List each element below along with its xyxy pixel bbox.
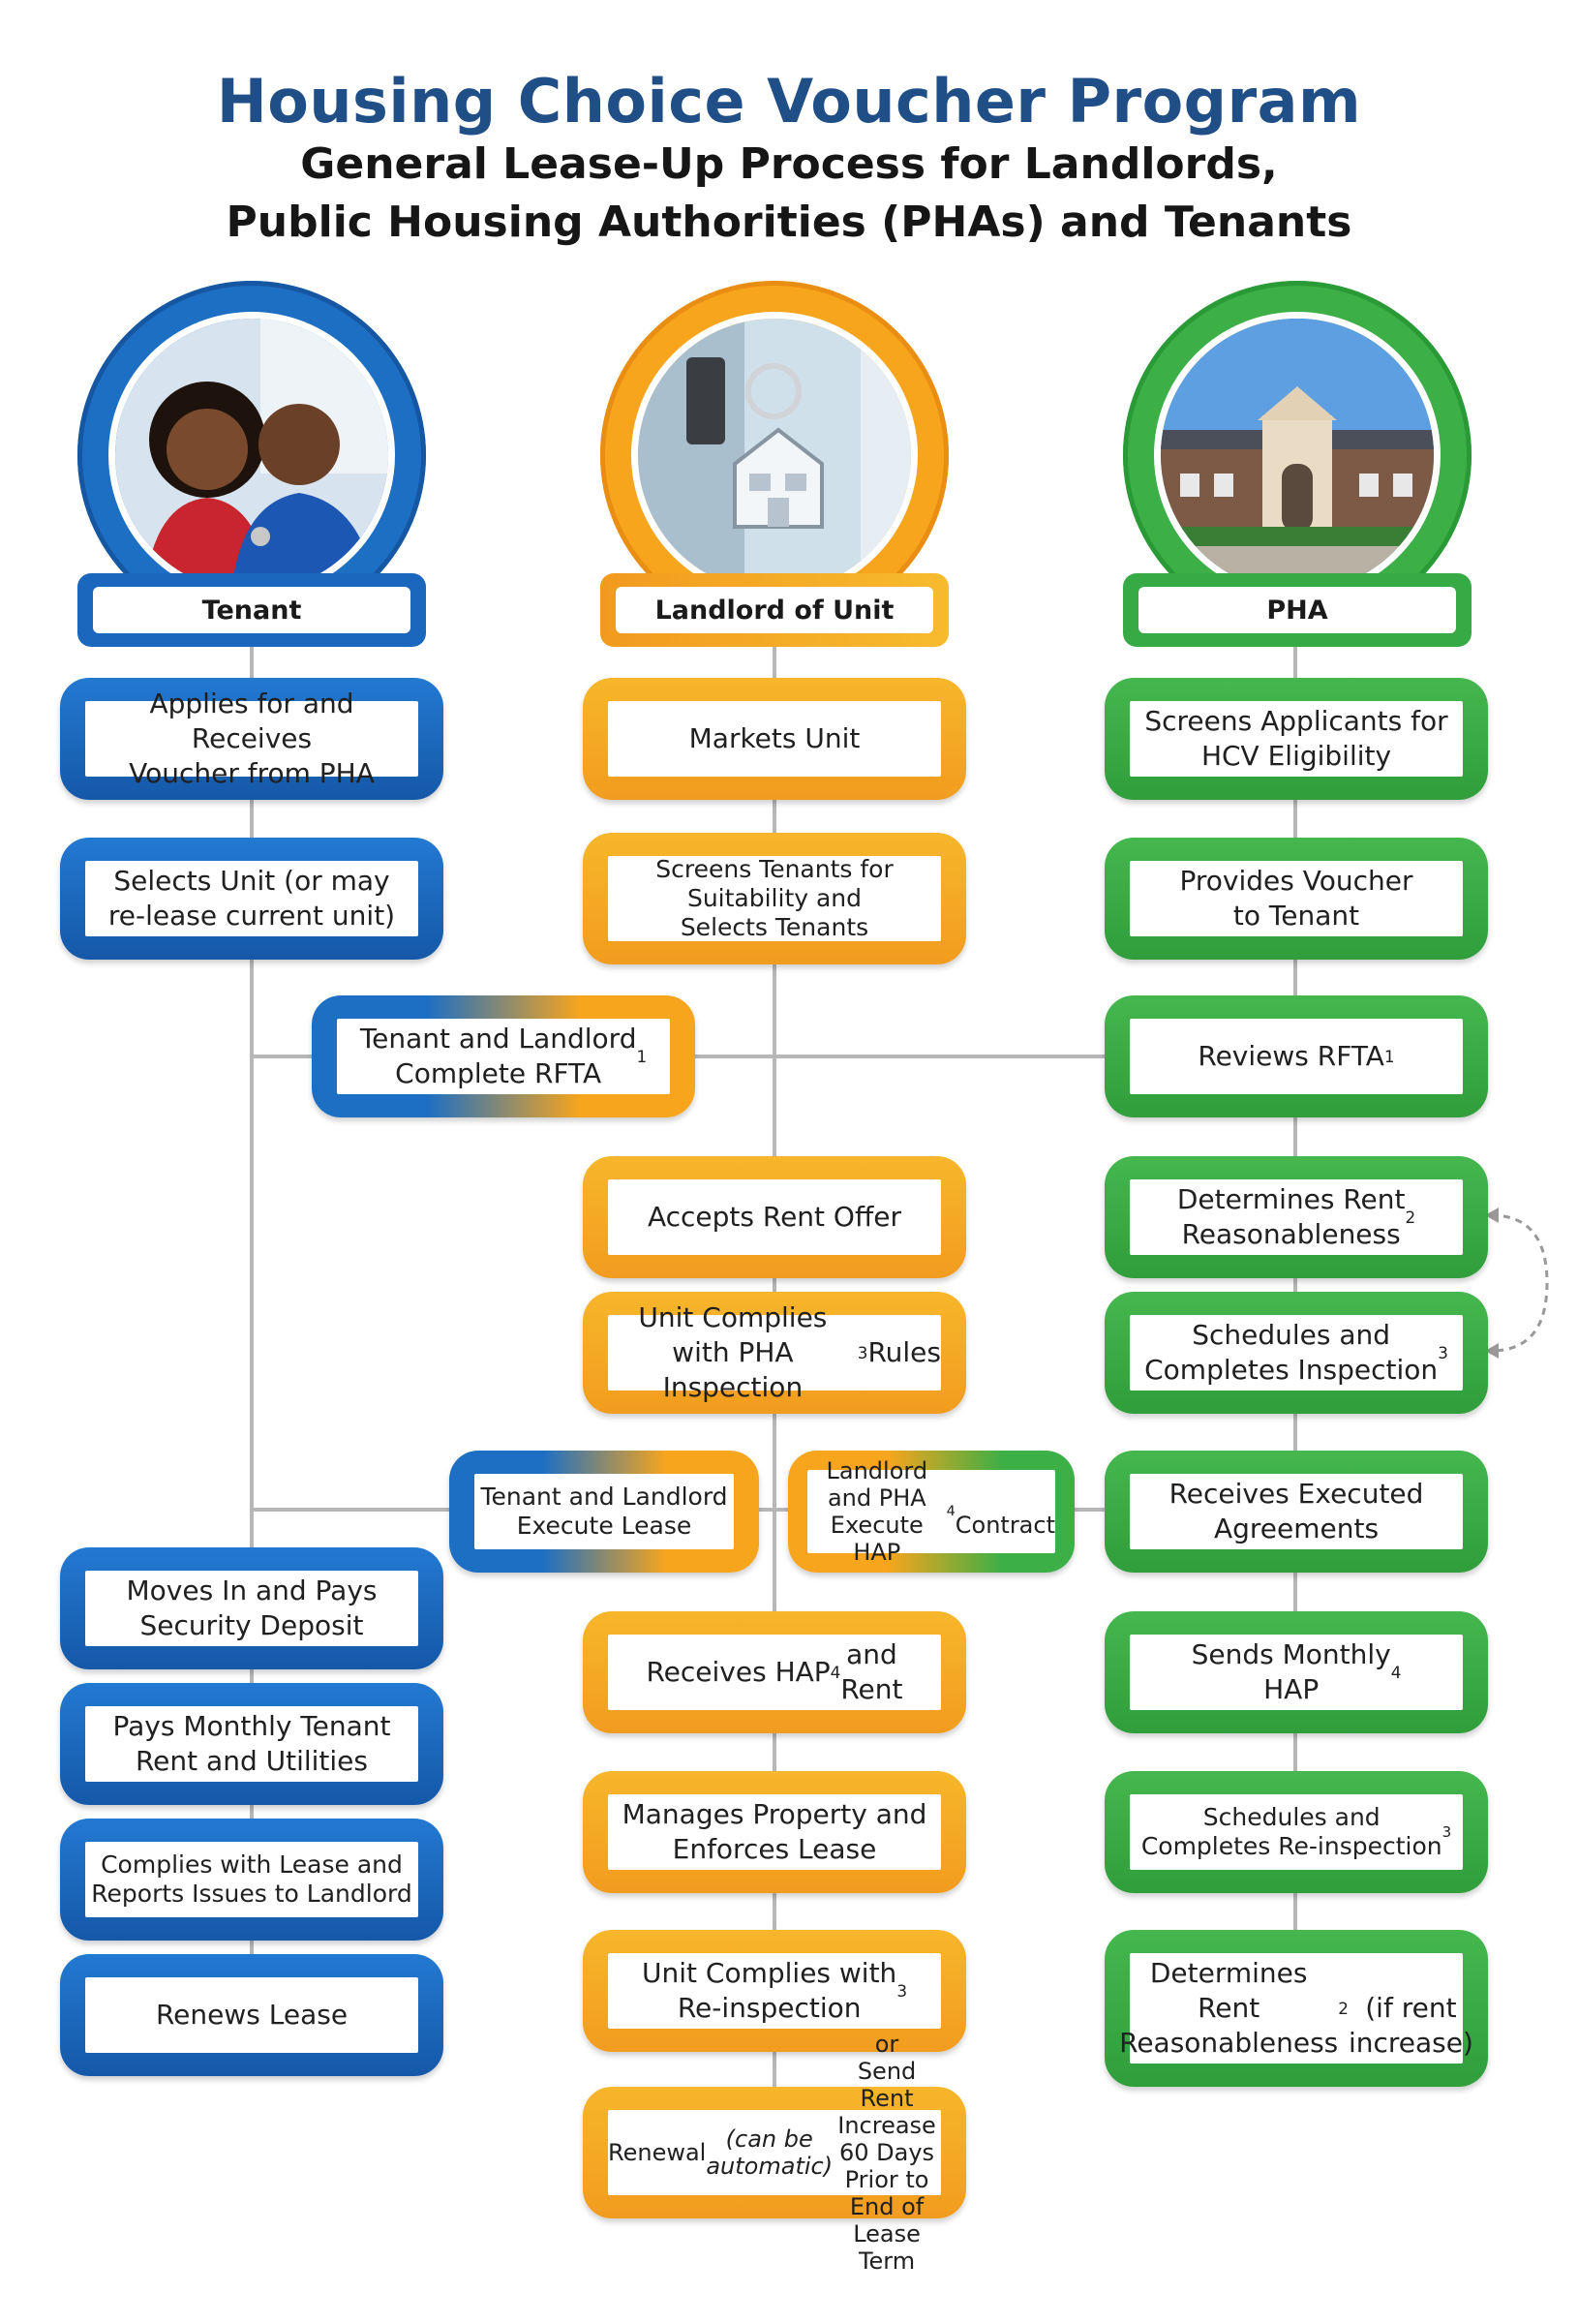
landlord-photo: [631, 312, 918, 598]
pha-header-label: PHA: [1138, 587, 1456, 633]
inspection-loop-arrow: [1485, 1208, 1549, 1359]
office-building-icon: [1161, 319, 1434, 592]
connector-tenant-vertical: [250, 639, 254, 2004]
step-label: Renews Lease: [85, 1977, 418, 2053]
page-subtitle-line-1: General Lease-Up Process for Landlords,: [300, 139, 1278, 189]
step-label: Renewal (can be automatic) orSend Rent I…: [608, 2031, 941, 2275]
pha-medallion: [1123, 281, 1472, 629]
tenant-couple-icon: [115, 319, 388, 592]
page-title: Housing Choice Voucher Program: [216, 66, 1362, 137]
step-landlord-markets-unit: Markets Unit: [583, 678, 966, 800]
landlord-medallion: [600, 281, 949, 629]
pha-column-header: PHA: [1123, 573, 1472, 647]
inspection-loop-arrow-path: [1490, 1213, 1549, 1353]
connector-rfta-horizontal: [250, 1055, 1297, 1058]
landlord-header-label: Landlord of Unit: [616, 587, 933, 633]
tenant-header-label: Tenant: [93, 587, 410, 633]
landlord-column-header: Landlord of Unit: [600, 573, 949, 647]
tenant-medallion: [77, 281, 426, 629]
loop-arrowhead-top: [1485, 1208, 1499, 1223]
page-subtitle-line-2: Public Housing Authorities (PHAs) and Te…: [226, 198, 1352, 247]
loop-arrowhead-bottom: [1485, 1343, 1499, 1359]
tenant-photo: [108, 312, 395, 598]
step-landlord-accepts-rent-offer: Accepts Rent Offer: [583, 1156, 966, 1278]
step-tenant-renews-lease: Renews Lease: [60, 1954, 443, 2076]
house-keychain-icon: [638, 319, 911, 592]
tenant-column-header: Tenant: [77, 573, 426, 647]
pha-photo: [1154, 312, 1441, 598]
connector-lease-horizontal: [250, 1508, 1297, 1512]
step-landlord-renewal: Renewal (can be automatic) orSend Rent I…: [583, 2031, 966, 2275]
step-label: Markets Unit: [608, 701, 941, 777]
step-label: Accepts Rent Offer: [608, 1179, 941, 1255]
